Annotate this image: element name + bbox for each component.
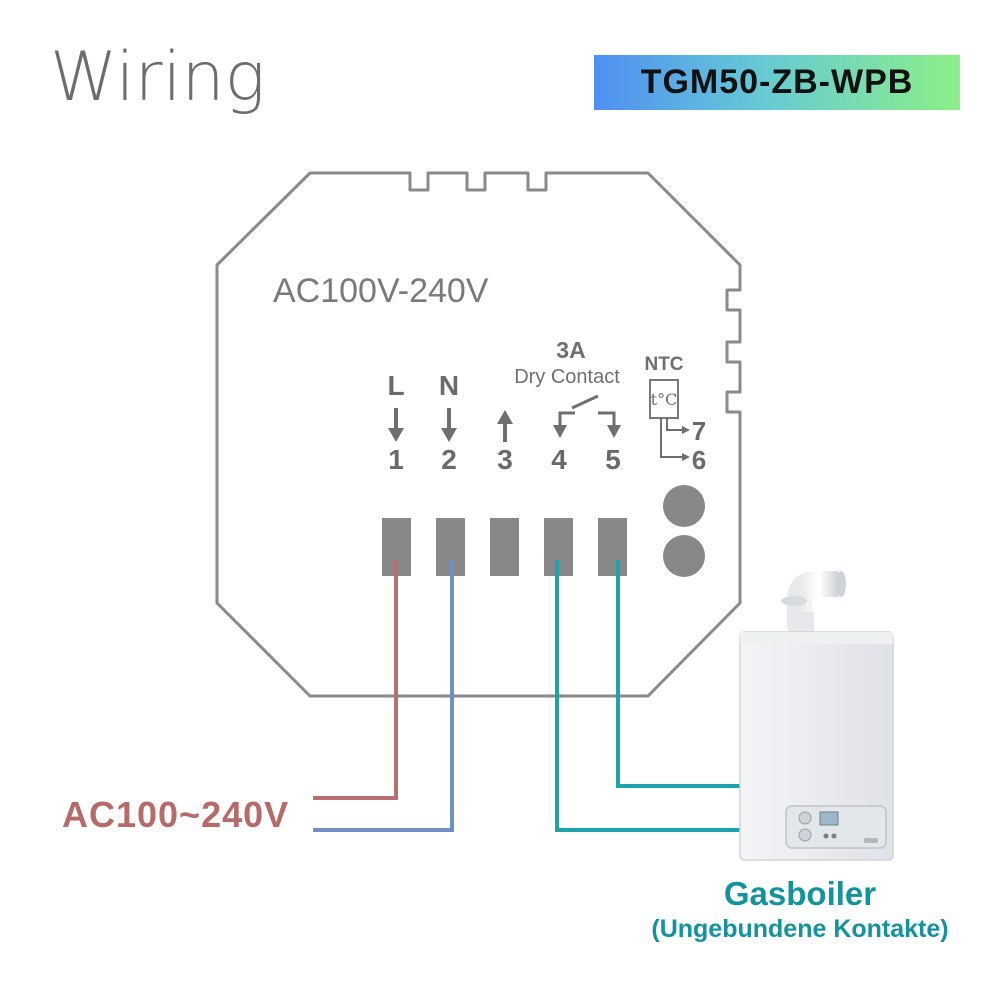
boiler-name: Gasboiler xyxy=(723,875,877,912)
terminal-block-5 xyxy=(598,518,627,576)
boiler-label: Gasboiler (Ungebundene Kontakte) xyxy=(620,874,980,944)
supply-voltage-label: AC100~240V xyxy=(62,794,290,835)
relay-type-label: Dry Contact xyxy=(514,366,620,388)
ntc-sensor-box xyxy=(649,379,679,419)
terminal-4-number: 4 xyxy=(551,444,567,475)
live-wire xyxy=(313,560,398,800)
contact-wire-5 xyxy=(616,560,745,788)
terminal-5-number: 5 xyxy=(605,444,621,475)
boiler-subtitle: (Ungebundene Kontakte) xyxy=(651,915,949,943)
ntc-terminal-round-7 xyxy=(663,485,705,527)
model-badge: TGM50-ZB-WPB xyxy=(594,55,960,110)
terminal-1-letter: L xyxy=(387,370,404,401)
neutral-wire xyxy=(313,560,454,832)
device-voltage-label: AC100V-240V xyxy=(273,272,489,310)
ntc-terminal-7: 7 xyxy=(692,416,706,446)
relay-switch-symbol xyxy=(558,394,616,428)
page-title: Wiring xyxy=(50,38,266,117)
ntc-terminal-6: 6 xyxy=(692,445,706,475)
terminal-2-letter: N xyxy=(439,370,459,401)
ntc-terminal-round-6 xyxy=(663,535,705,577)
ntc-sensor-symbol: t°C xyxy=(651,390,678,409)
gas-boiler-icon xyxy=(739,571,894,861)
terminal-1-number: 1 xyxy=(388,444,404,475)
relay-current-label: 3A xyxy=(556,337,585,363)
terminal-2-number: 2 xyxy=(441,444,457,475)
terminal-arrows xyxy=(388,408,513,442)
terminal-3-number: 3 xyxy=(497,444,513,475)
contact-wire-4 xyxy=(555,560,745,832)
ntc-leads xyxy=(660,418,690,461)
terminal-block-3 xyxy=(490,518,519,576)
ntc-label: NTC xyxy=(644,354,683,375)
